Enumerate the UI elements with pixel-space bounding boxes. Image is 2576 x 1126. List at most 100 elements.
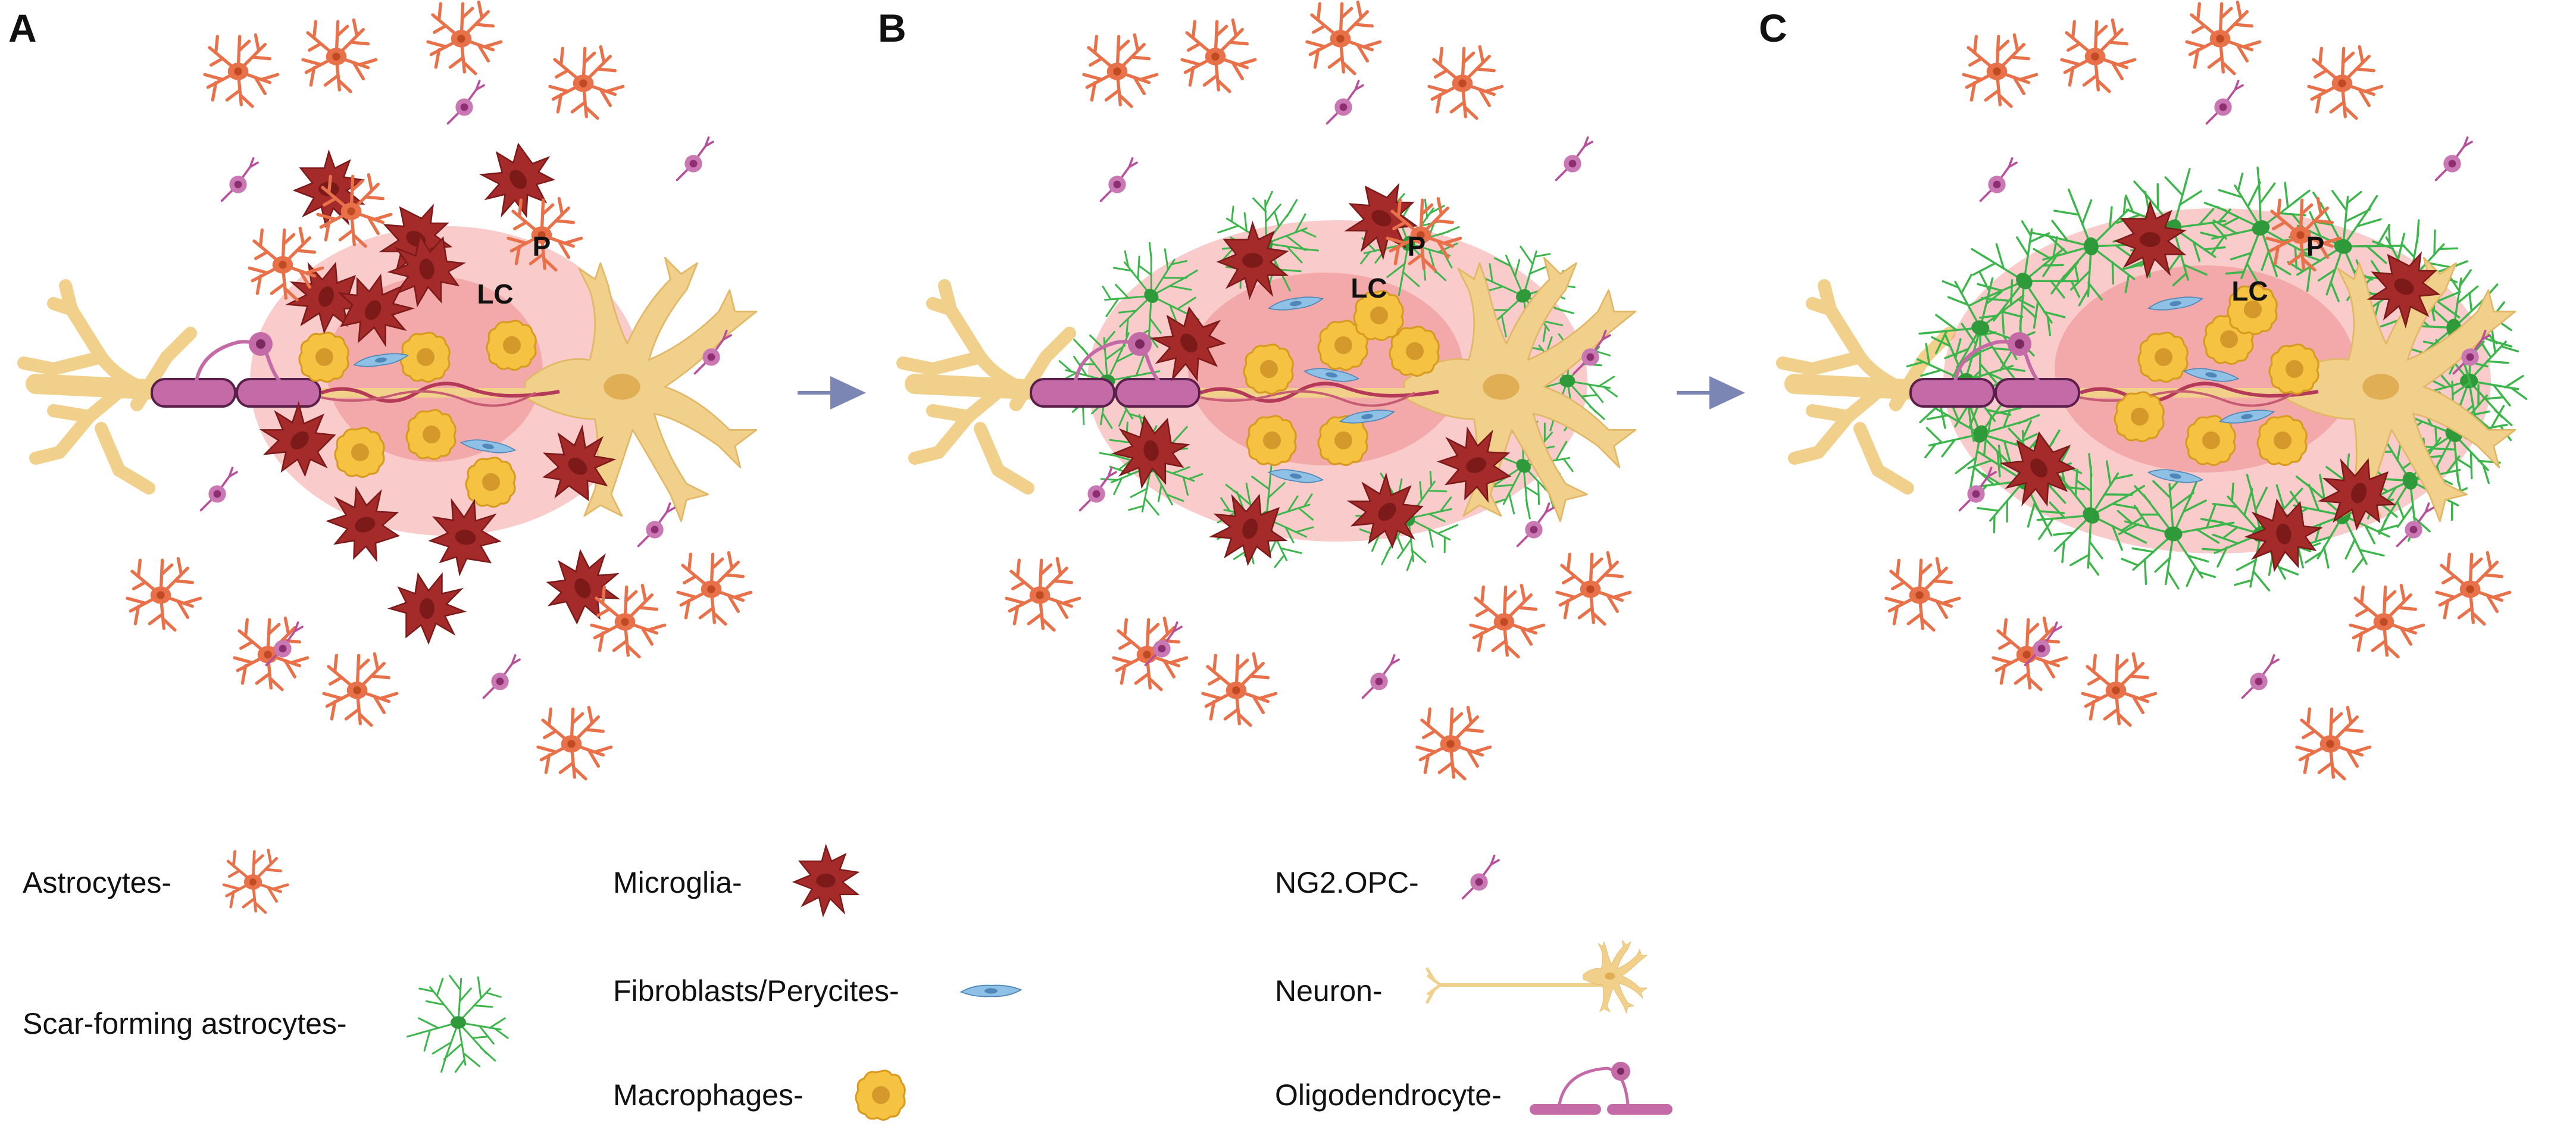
axon-damage	[320, 381, 560, 403]
label-lesion-core: LC	[477, 279, 513, 309]
macrophage	[334, 427, 385, 478]
ng2-opc-cell	[2024, 621, 2062, 667]
astrocyte	[1471, 586, 1544, 657]
legend-oligodendrocyte-icon	[1530, 1062, 1672, 1115]
ng2-opc-cell	[637, 502, 676, 548]
macrophage	[399, 331, 451, 383]
astrocyte	[2350, 586, 2424, 657]
neuron-dendrite-tree	[17, 279, 197, 495]
astrocyte	[550, 47, 623, 118]
ng2-opc-cell	[446, 80, 485, 125]
oligodendrocyte	[151, 332, 321, 408]
astrocyte	[303, 20, 376, 92]
progression-arrow	[798, 376, 866, 409]
astrocyte	[1006, 559, 1080, 630]
astrocyte	[1964, 35, 2037, 107]
ng2-opc-cell	[1958, 467, 1997, 512]
macrophage	[2268, 343, 2319, 395]
panels-layer: P LC P LC P LC	[17, 2, 2533, 779]
astrocyte	[1084, 35, 1157, 107]
ng2-opc-cell	[2396, 502, 2434, 548]
macrophage	[1243, 343, 1294, 395]
ng2-opc-cell	[199, 467, 238, 512]
microglia	[389, 573, 465, 644]
ng2-opc-cell	[220, 157, 259, 202]
astrocyte	[1886, 559, 1959, 630]
legend-icons	[224, 845, 1672, 1121]
oligodendrocyte	[1909, 332, 2080, 408]
legend-neuron-label: Neuron-	[1275, 974, 1383, 1008]
macrophage	[486, 320, 537, 371]
ng2-opc-cell	[1555, 136, 1593, 182]
ng2-opc-cell	[482, 654, 521, 699]
astrocyte	[2083, 654, 2156, 725]
legend-neuron-icon	[1425, 940, 1647, 1014]
astrocyte	[2297, 708, 2370, 779]
axon-damage	[2079, 381, 2319, 403]
ng2-opc-cell	[2205, 80, 2244, 125]
astrocyte	[324, 654, 397, 725]
panel-letter-a: A	[8, 6, 37, 50]
label-lesion-core: LC	[1350, 273, 1387, 304]
ng2-opc-cell	[1099, 157, 1138, 202]
astrocyte	[1182, 20, 1255, 92]
panel-letter-c: C	[1759, 6, 1787, 50]
macrophage	[465, 456, 516, 508]
astrocyte	[592, 586, 665, 657]
macrophage	[2256, 415, 2308, 467]
legend-astrocytes-label: Astrocytes-	[23, 866, 172, 899]
macrophage	[298, 331, 349, 383]
ng2-opc-cell	[2434, 136, 2473, 182]
macrophage	[1317, 415, 1368, 467]
astrocyte	[2309, 47, 2382, 118]
macrophage	[2114, 391, 2165, 443]
progression-arrow	[1677, 376, 1745, 409]
neuron-dendrite-tree	[896, 279, 1076, 495]
neuron-dendrite-tree	[1776, 279, 1956, 495]
astrocyte	[428, 2, 501, 74]
legend-neuron-soma	[1583, 940, 1647, 1014]
astrocyte	[2062, 20, 2135, 92]
ng2-opc-cell	[1078, 467, 1117, 512]
astrocyte	[678, 553, 751, 624]
ng2-opc-cell	[676, 136, 714, 182]
ng2-opc-cell	[2241, 654, 2280, 699]
ng2-opc-cell	[1361, 654, 1400, 699]
macrophage	[2185, 415, 2236, 467]
panel-letter-b: B	[878, 6, 906, 50]
astrocyte	[1429, 47, 1502, 118]
legend-astrocyte-icon	[224, 850, 287, 912]
label-periphery: P	[2306, 231, 2325, 262]
ng2-opc-cell	[1144, 621, 1183, 667]
panel-c: P LC	[1776, 2, 2533, 779]
panel-b: P LC	[896, 2, 1745, 779]
astrocyte	[2187, 2, 2260, 74]
legend-macrophage-icon	[855, 1069, 906, 1121]
label-periphery: P	[1408, 231, 1426, 262]
oligodendrocyte	[1030, 332, 1201, 408]
macrophage	[1246, 415, 1297, 467]
legend-ng2-label: NG2.OPC-	[1275, 866, 1419, 899]
legend-microglia-label: Microglia-	[613, 866, 742, 899]
ng2-opc-cell	[1325, 80, 1364, 125]
legend-oligodendrocyte-label: Oligodendrocyte-	[1275, 1078, 1502, 1112]
label-lesion-core: LC	[2231, 276, 2268, 306]
macrophage	[405, 409, 457, 461]
astrocyte	[1203, 654, 1276, 725]
macrophage	[2137, 331, 2189, 383]
panel-a: P LC	[17, 2, 866, 779]
astrocyte	[1307, 2, 1380, 74]
astrocyte	[2437, 553, 2510, 624]
legend-macrophages-label: Macrophages-	[613, 1078, 804, 1112]
astrocyte	[538, 708, 611, 779]
ng2-opc-cell	[265, 621, 304, 667]
legend-scar-astrocyte-icon	[407, 975, 509, 1073]
legend-ng2-icon	[1461, 855, 1500, 900]
legend-scar-forming-label: Scar-forming astrocytes-	[23, 1007, 347, 1040]
astrocyte	[205, 35, 278, 107]
label-periphery: P	[533, 231, 551, 262]
ng2-opc-cell	[1979, 157, 2018, 202]
legend-microglia-icon	[793, 845, 859, 917]
